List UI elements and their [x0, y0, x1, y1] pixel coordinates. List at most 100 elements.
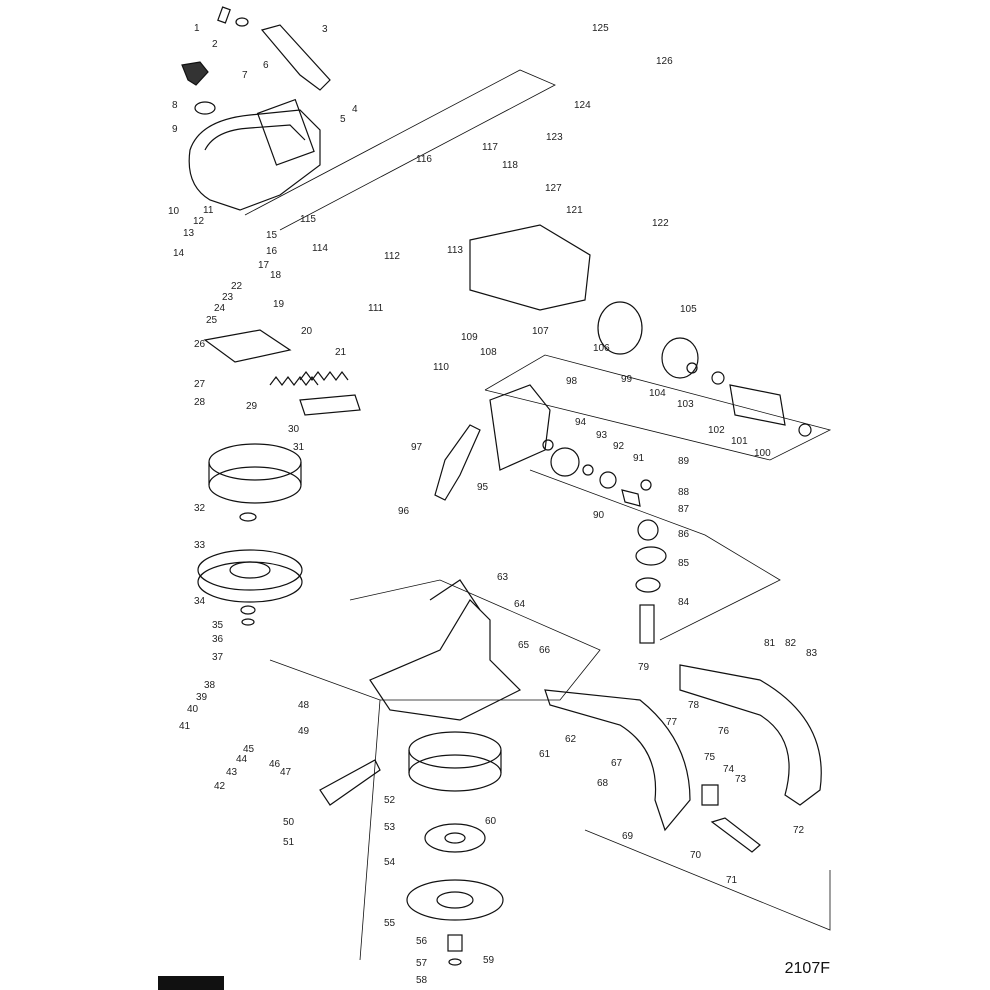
- part-label-60: 60: [485, 816, 497, 827]
- gear-93: [550, 447, 580, 477]
- part-label-97: 97: [411, 442, 423, 453]
- gear-87: [637, 519, 659, 541]
- part-label-87: 87: [678, 504, 690, 515]
- part-label-24: 24: [214, 303, 226, 314]
- part-label-74: 74: [723, 764, 735, 775]
- cover-69: [544, 689, 691, 832]
- part-label-41: 41: [179, 721, 191, 732]
- part-label-77: 77: [666, 717, 678, 728]
- spindle-84: [639, 604, 655, 644]
- part-label-124: 124: [574, 100, 591, 111]
- part-label-21: 21: [335, 347, 347, 358]
- part-label-116: 116: [416, 154, 432, 165]
- part-label-70: 70: [690, 850, 702, 861]
- part-label-14: 14: [173, 248, 185, 259]
- part-label-52: 52: [384, 795, 396, 806]
- part-label-6: 6: [263, 60, 269, 71]
- field-106: [597, 301, 643, 355]
- switch-75: [701, 784, 719, 806]
- part-label-25: 25: [206, 315, 218, 326]
- part-label-30: 30: [288, 424, 300, 435]
- part-label-51: 51: [283, 837, 295, 848]
- part-label-62: 62: [565, 734, 577, 745]
- part-label-107: 107: [532, 326, 549, 337]
- part-label-54: 54: [384, 857, 396, 868]
- part-label-66: 66: [539, 645, 551, 656]
- part-label-20: 20: [301, 326, 313, 337]
- group-outline-gear: [529, 469, 781, 641]
- part-label-75: 75: [704, 752, 716, 763]
- part-label-105: 105: [680, 304, 697, 315]
- part-label-99: 99: [621, 374, 633, 385]
- part-label-5: 5: [340, 114, 346, 125]
- part-label-26: 26: [194, 339, 206, 350]
- part-label-102: 102: [708, 425, 725, 436]
- part-label-113: 113: [447, 245, 463, 256]
- part-label-16: 16: [266, 246, 278, 257]
- part-label-34: 34: [194, 596, 206, 607]
- part-label-79: 79: [638, 662, 650, 673]
- band-32: [208, 443, 302, 481]
- part-label-47: 47: [280, 767, 292, 778]
- group-outline-base: [349, 579, 601, 701]
- group-outline-top: [244, 69, 556, 231]
- arm-50: [319, 759, 381, 806]
- washer-9: [194, 101, 216, 115]
- part-label-22: 22: [231, 281, 243, 292]
- group-outline-handle: [584, 829, 831, 931]
- part-label-83: 83: [806, 648, 818, 659]
- part-label-95: 95: [477, 482, 489, 493]
- part-label-4: 4: [352, 104, 358, 115]
- part-label-78: 78: [688, 700, 700, 711]
- part-label-8: 8: [172, 100, 178, 111]
- lever: [181, 61, 209, 86]
- band-52: [408, 731, 502, 769]
- saw-frame: [369, 599, 522, 721]
- part-label-84: 84: [678, 597, 690, 608]
- part-label-15: 15: [266, 230, 278, 241]
- pinion-90: [621, 489, 641, 507]
- part-label-96: 96: [398, 506, 410, 517]
- part-label-117: 117: [482, 142, 498, 153]
- part-label-49: 49: [298, 726, 310, 737]
- part-label-86: 86: [678, 529, 690, 540]
- bearing-91: [599, 471, 617, 489]
- part-label-123: 123: [546, 132, 563, 143]
- motor-housing: [469, 224, 591, 311]
- part-label-46: 46: [269, 759, 281, 770]
- ring-85: [635, 577, 661, 593]
- part-label-59: 59: [483, 955, 495, 966]
- part-label-72: 72: [793, 825, 805, 836]
- part-label-64: 64: [514, 599, 526, 610]
- part-label-29: 29: [246, 401, 258, 412]
- part-label-17: 17: [258, 260, 270, 271]
- part-label-127: 127: [545, 183, 562, 194]
- part-label-13: 13: [183, 228, 195, 239]
- part-label-44: 44: [236, 754, 248, 765]
- arm-96: [434, 424, 481, 501]
- part-label-9: 9: [172, 124, 178, 135]
- part-label-63: 63: [497, 572, 509, 583]
- part-label-89: 89: [678, 456, 690, 467]
- part-label-82: 82: [785, 638, 797, 649]
- part-label-55: 55: [384, 918, 396, 929]
- part-label-103: 103: [677, 399, 694, 410]
- part-label-31: 31: [293, 442, 305, 453]
- part-label-36: 36: [212, 634, 224, 645]
- part-label-65: 65: [518, 640, 530, 651]
- part-label-69: 69: [622, 831, 634, 842]
- part-label-10: 10: [168, 206, 180, 217]
- part-label-32: 32: [194, 503, 206, 514]
- group-outline-motor: [484, 354, 832, 461]
- part-label-85: 85: [678, 558, 690, 569]
- wheel-55: [406, 879, 504, 921]
- part-label-58: 58: [416, 975, 428, 986]
- part-label-108: 108: [480, 347, 497, 358]
- part-label-11: 11: [203, 205, 214, 216]
- pulley-54: [424, 823, 486, 853]
- plate-30: [299, 394, 361, 416]
- baffle-99: [661, 337, 699, 379]
- part-label-67: 67: [611, 758, 623, 769]
